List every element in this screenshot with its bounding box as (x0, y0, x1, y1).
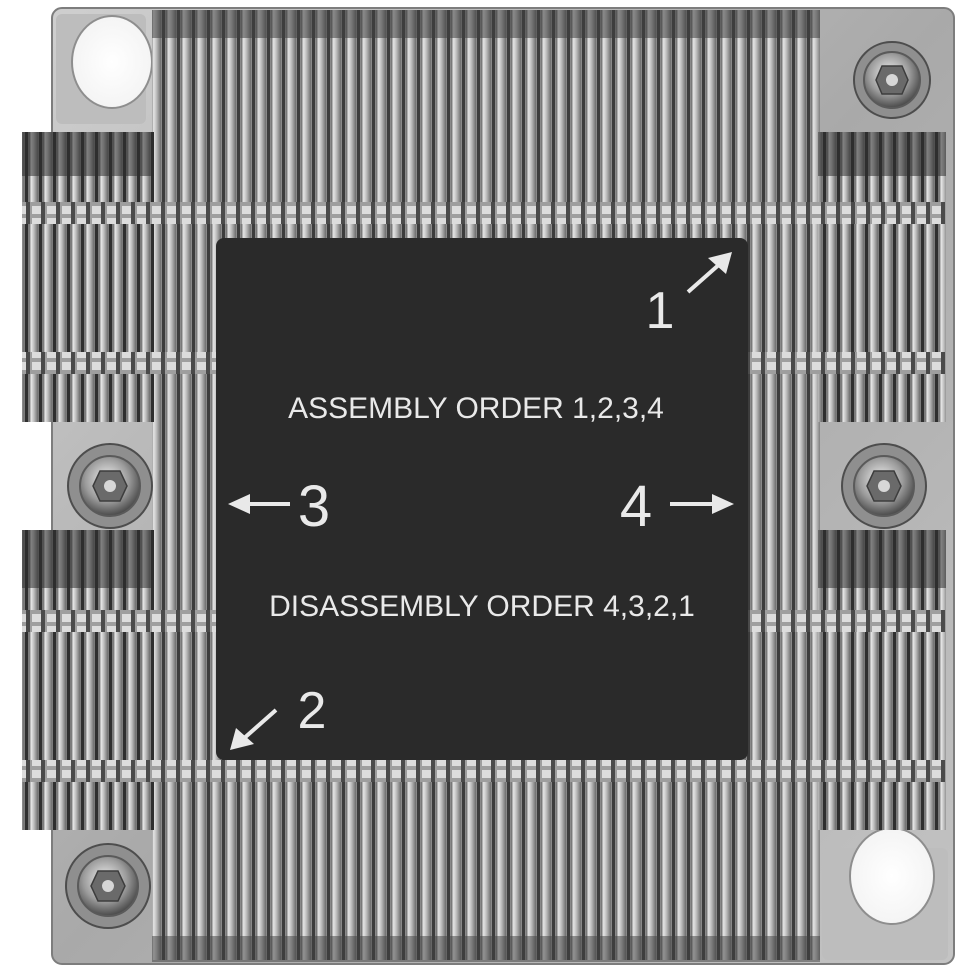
captive-screw-icon (853, 41, 931, 119)
label-number-4: 4 (620, 474, 652, 539)
label-number-2: 2 (298, 682, 327, 740)
label-number-3: 3 (298, 474, 330, 539)
disassembly-order-text: DISASSEMBLY ORDER 4,3,2,1 (269, 590, 695, 623)
captive-screw-icon (841, 443, 927, 529)
right-fin-block-lower (818, 530, 946, 830)
left-fin-block-upper (22, 132, 154, 422)
right-fin-block-upper (818, 132, 946, 422)
arrow-right-icon (670, 494, 734, 514)
assembly-order-text: ASSEMBLY ORDER 1,2,3,4 (288, 392, 664, 425)
mounting-hole-bottom-right (849, 827, 935, 925)
arrow-down-left-icon (230, 708, 278, 750)
arrow-left-icon (228, 494, 290, 514)
instruction-label: 1 ASSEMBLY ORDER 1,2,3,4 3 4 DISASSEMBLY… (216, 238, 748, 760)
left-fin-block-lower (22, 530, 154, 830)
captive-screw-icon (67, 443, 153, 529)
arrow-up-right-icon (686, 252, 732, 294)
captive-screw-icon (65, 843, 151, 929)
mounting-hole-top-left (71, 15, 153, 109)
label-number-1: 1 (646, 282, 675, 340)
